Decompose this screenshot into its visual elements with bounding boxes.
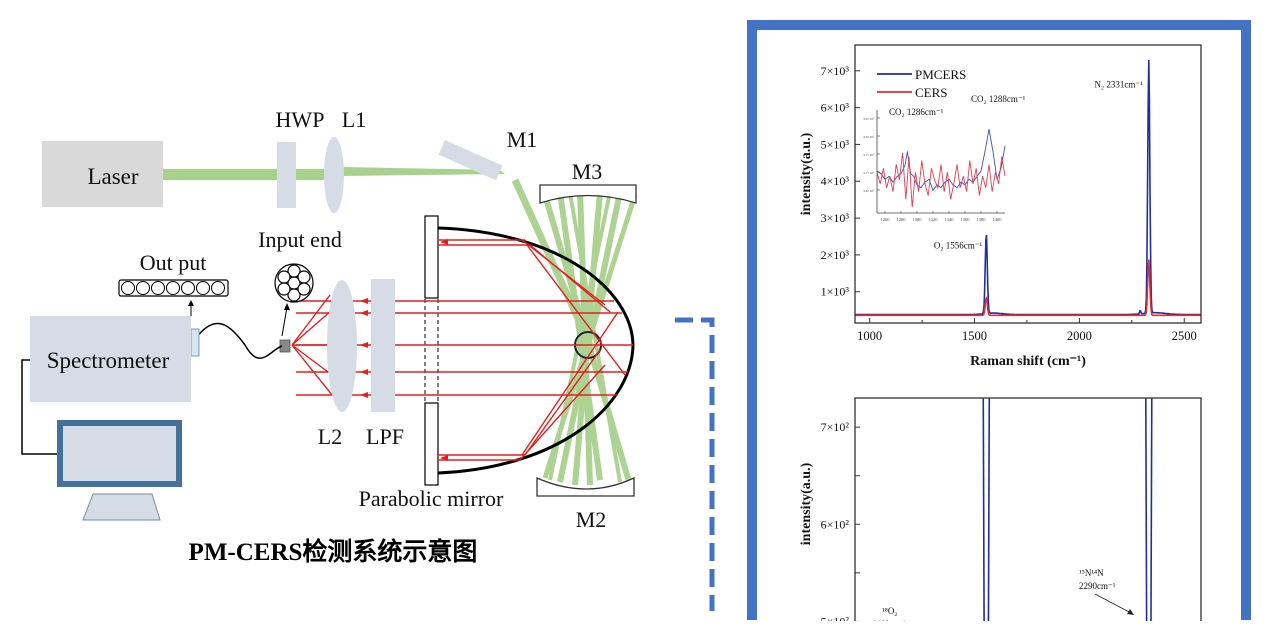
inset-x-tick-label: 1320	[929, 217, 939, 222]
inset-x-tick-label: 1340	[945, 217, 955, 222]
y-tick-label: 7×10²	[821, 420, 850, 434]
output-label: Out put	[140, 250, 207, 275]
spectrometer-box	[30, 316, 191, 402]
x-tick-label: 1500	[962, 329, 987, 343]
plot-area	[855, 59, 1201, 317]
annotation-15n14n-arrow	[1094, 593, 1132, 614]
m1-label: M1	[507, 127, 538, 152]
input-end-bundle-icon	[274, 263, 314, 303]
y-axis-label: intensity(a.u.)	[799, 132, 814, 215]
m2-label: M2	[576, 507, 607, 532]
spectrum-chart-full: 1×10³ 2×10³ 3×10³ 4×10³ 5×10³ 6×10³ 7×10³ 1000 1…	[799, 44, 1202, 369]
inset-y-tick-label: 3.6×10²	[863, 189, 874, 193]
input-end-label: Input end	[258, 227, 342, 252]
mirror-window	[424, 297, 439, 404]
laser-label: Laser	[87, 164, 138, 189]
y-tick-label: 1×10³	[821, 285, 850, 299]
legend-label-pmcers: PMCERS	[915, 67, 966, 82]
peak-line-right	[987, 398, 991, 626]
plot-frame	[854, 397, 1202, 626]
y-tick-label: 7×10³	[821, 64, 850, 78]
inset-x-tick-label: 1400	[993, 217, 1003, 222]
peak-line-left	[1144, 398, 1148, 626]
inset-y-tick-label: 3.7×10²	[863, 153, 874, 157]
fiber-cable	[192, 322, 283, 359]
inset-annotation-co2-1288: CO₂ 1288cm⁻¹	[971, 94, 1026, 104]
diagram-caption: PM-CERS检测系统示意图	[189, 537, 478, 566]
y-tick-label: 5×10³	[821, 137, 850, 151]
input-end-pointer	[281, 306, 288, 337]
annotation-18o2: ¹⁸O₂	[882, 606, 897, 616]
inset-chart: 3.9×10² 3.8×10² 3.7×10² 3.7×10² 3.6×10² 1260 1…	[863, 94, 1026, 222]
plot-area	[982, 398, 1153, 626]
y-tick-label: 2×10³	[821, 248, 850, 262]
legend-label-cers: CERS	[915, 85, 948, 100]
inset-series-pmcers	[876, 129, 1006, 192]
parabolic-mirror-label: Parabolic mirror	[359, 486, 504, 511]
inset-x-tick-label: 1360	[961, 217, 971, 222]
x-tick-label: 2500	[1172, 329, 1197, 343]
monitor	[57, 420, 182, 487]
spectrum-chart-zoomed: 5×10² 6×10² 7×10² intensity(a.u.) ¹⁵N¹⁴N 2290…	[799, 397, 1202, 626]
spectra-charts: 1×10³ 2×10³ 3×10³ 4×10³ 5×10³ 6×10³ 7×10³ 1000 1…	[799, 44, 1202, 626]
m1-mirror	[438, 140, 503, 181]
output-bundle-fibers-icon	[121, 281, 225, 295]
lpf-filter	[371, 279, 395, 412]
annotation-n2: N₂ 2331cm⁻¹	[1094, 80, 1143, 90]
hwp-label: HWP	[276, 107, 325, 132]
ray-arrowheads	[360, 239, 448, 461]
annotation-18o2-shift: 1468cm⁻¹	[873, 619, 906, 621]
data-cable	[21, 359, 60, 455]
l2-lens	[327, 280, 357, 412]
inset-series-cers	[876, 152, 1006, 208]
monitor-stand	[82, 493, 161, 521]
peak-line-left	[982, 398, 985, 626]
inset-annotation-co2-1286: CO₂ 1286cm⁻¹	[889, 107, 944, 117]
dashed-connector	[675, 317, 715, 611]
lpf-label: LPF	[366, 424, 404, 449]
series-line-cers	[855, 259, 1201, 317]
mirror-plate-bottom	[424, 402, 439, 486]
m3-mirror	[539, 184, 637, 204]
spectra-panel: 1×10³ 2×10³ 3×10³ 4×10³ 5×10³ 6×10³ 7×10³ 1000 1…	[747, 20, 1251, 626]
spectrometer-label: Spectrometer	[47, 348, 170, 373]
annotation-15n14n-arrowhead	[1127, 609, 1134, 615]
inset-x-tick-label: 1280	[897, 217, 907, 222]
inset-y-tick-label: 3.8×10²	[863, 135, 874, 139]
y-tick-label: 6×10²	[821, 517, 850, 531]
mirror-plate-top	[424, 215, 439, 299]
annotation-15n14n-shift: 2290cm⁻¹	[1079, 581, 1116, 591]
m2-mirror	[536, 476, 635, 497]
pm-cers-schematic: Laser HWP L1 M1 M3 M2 Parabolic mirror	[21, 107, 715, 611]
x-axis-label: Raman shift (cm⁻¹)	[970, 354, 1086, 369]
hwp-plate	[277, 142, 296, 208]
laser-box	[42, 141, 163, 207]
y-tick-label: 5×10²	[821, 614, 850, 621]
inset-x-tick-label: 1300	[913, 217, 923, 222]
annotation-o2: O₂ 1556cm⁻¹	[934, 241, 983, 251]
output-pointer-arrowhead	[188, 300, 194, 306]
m3-label: M3	[572, 159, 603, 184]
legend: PMCERS CERS	[877, 67, 966, 100]
plot-frame	[854, 44, 1202, 324]
x-tick-label: 1000	[857, 329, 882, 343]
inset-x-tick-label: 1260	[881, 217, 891, 222]
fiber-output-port	[190, 328, 200, 357]
y-tick-label: 6×10³	[821, 101, 850, 115]
y-tick-label: 4×10³	[821, 174, 850, 188]
y-axis-label: intensity(a.u.)	[799, 462, 814, 545]
l1-label: L1	[342, 107, 366, 132]
l1-lens	[324, 137, 344, 213]
inset-x-tick-label: 1380	[977, 217, 987, 222]
inset-y-tick-label: 3.7×10²	[863, 171, 874, 175]
input-end-pointer-arrowhead	[284, 303, 290, 310]
peak-line-right	[1150, 398, 1153, 626]
l2-label: L2	[318, 424, 342, 449]
x-tick-label: 2000	[1067, 329, 1092, 343]
annotation-15n14n: ¹⁵N¹⁴N	[1079, 568, 1104, 578]
y-tick-label: 3×10³	[821, 211, 850, 225]
inset-y-tick-label: 3.9×10²	[863, 117, 874, 121]
fiber-input	[279, 339, 291, 353]
